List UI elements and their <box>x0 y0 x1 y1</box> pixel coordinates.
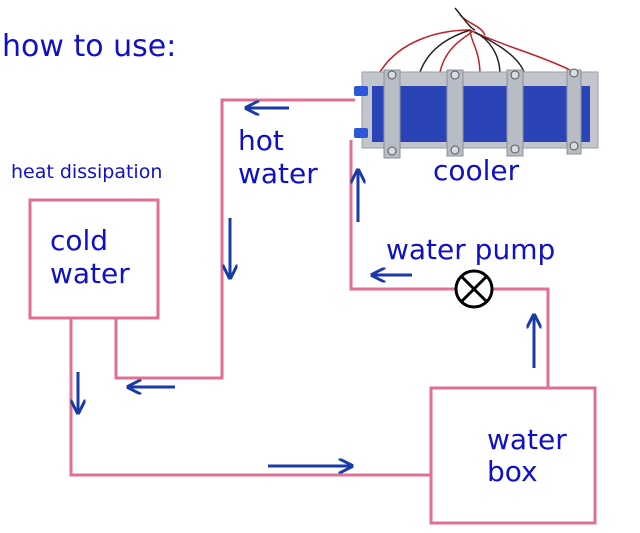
cooler-inlet-pipe <box>349 140 455 291</box>
cold-water-label-line2: water <box>50 257 130 290</box>
return-pipe <box>69 318 431 477</box>
water-box <box>429 386 597 525</box>
cooler-icon <box>354 7 599 159</box>
hot-water-label-line2: water <box>238 157 318 190</box>
hot-water-label: hot water <box>238 124 318 190</box>
water-pump-label: water pump <box>386 233 556 266</box>
pump-outlet-pipe <box>493 287 550 388</box>
cold-water-label-line1: cold <box>50 224 109 257</box>
cold-water-label: cold water <box>50 224 130 290</box>
water-box-label: water box <box>487 424 567 488</box>
hot-water-pipe <box>114 98 355 380</box>
water-box-label-line2: box <box>487 455 538 488</box>
heat-dissipation-label: heat dissipation <box>11 161 163 183</box>
page-title: how to use: <box>2 29 177 64</box>
cold-water-box <box>28 198 160 320</box>
hot-water-label-line1: hot <box>238 124 284 157</box>
cooler-label: cooler <box>433 154 520 187</box>
water-pump-icon <box>454 269 494 309</box>
water-box-label-line1: water <box>487 423 567 456</box>
